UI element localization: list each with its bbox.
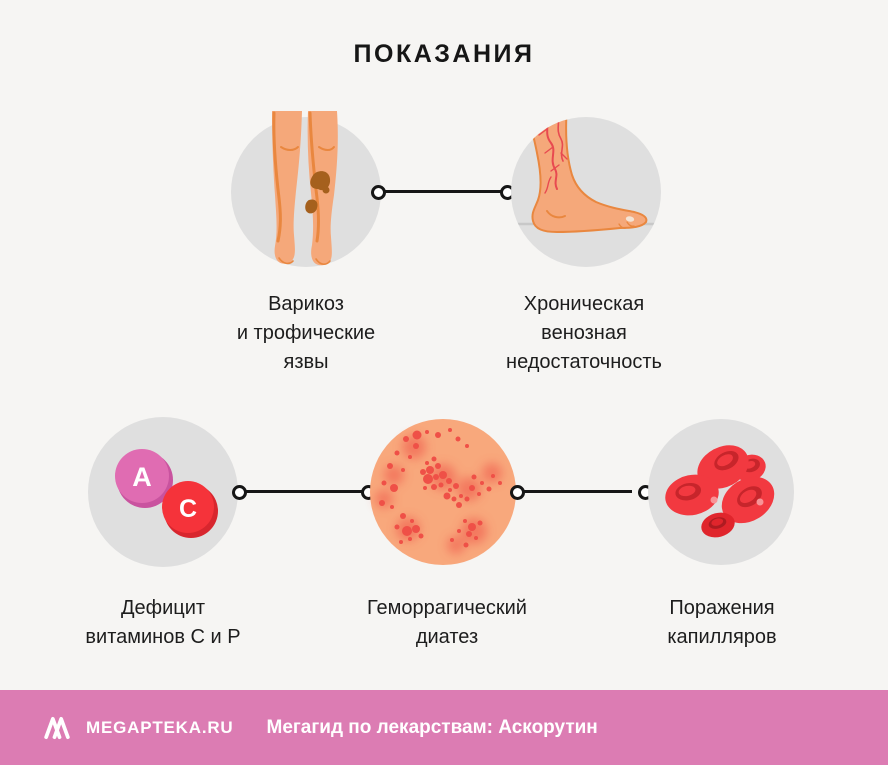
label-hemorrhagic-diathesis: Геморрагический диатез xyxy=(307,594,587,652)
label-varicose: Варикоз и трофические язвы xyxy=(156,290,456,377)
label-venous-insufficiency: Хроническая венозная недостаточность xyxy=(424,290,744,377)
foot-veins-icon xyxy=(511,117,661,267)
label-line: диатез xyxy=(415,626,479,648)
label-line: венозная xyxy=(541,322,627,344)
pill-letter-c: C xyxy=(179,495,197,523)
label-line: и трофические xyxy=(236,322,376,344)
indication-venous-insufficiency xyxy=(511,117,661,267)
vitamin-pills-icon: A C xyxy=(88,417,238,567)
connector-dot xyxy=(510,485,525,500)
connector-line xyxy=(246,490,363,493)
indication-vitamin-deficiency: A C xyxy=(88,417,238,567)
label-capillary-damage: Поражения капилляров xyxy=(582,594,862,652)
guide-title: Мегагид по лекарствам: Аскорутин xyxy=(266,716,598,738)
label-line: Дефицит xyxy=(120,597,206,619)
label-line: Поражения xyxy=(669,597,775,619)
label-line: Геморрагический xyxy=(367,597,527,619)
indication-capillary-damage xyxy=(648,419,794,565)
pill-letter-a: A xyxy=(132,462,152,492)
connector-line xyxy=(524,490,632,493)
indication-hemorrhagic-diathesis xyxy=(370,419,516,565)
page-title: ПОКАЗАНИЯ xyxy=(353,40,535,68)
label-line: Хроническая xyxy=(523,293,645,315)
blood-cells-icon xyxy=(648,419,794,565)
connector-line xyxy=(385,190,502,193)
skin-rash-icon xyxy=(370,419,516,565)
connector-dot xyxy=(371,185,386,200)
label-vitamin-deficiency: Дефицит витаминов С и Р xyxy=(23,594,303,652)
megapteka-logo-icon xyxy=(44,716,70,739)
indication-varicose xyxy=(231,111,381,267)
label-line: Варикоз xyxy=(268,293,344,315)
label-line: витаминов С и Р xyxy=(85,626,241,648)
label-line: недостаточность xyxy=(506,351,662,373)
footer-bar: MEGAPTEKA.RU Мегагид по лекарствам: Аско… xyxy=(0,690,888,765)
legs-varicose-icon xyxy=(231,111,381,267)
label-line: язвы xyxy=(283,351,329,373)
brand-name: MEGAPTEKA.RU xyxy=(86,717,234,737)
label-line: капилляров xyxy=(667,626,777,648)
connector-dot xyxy=(232,485,247,500)
